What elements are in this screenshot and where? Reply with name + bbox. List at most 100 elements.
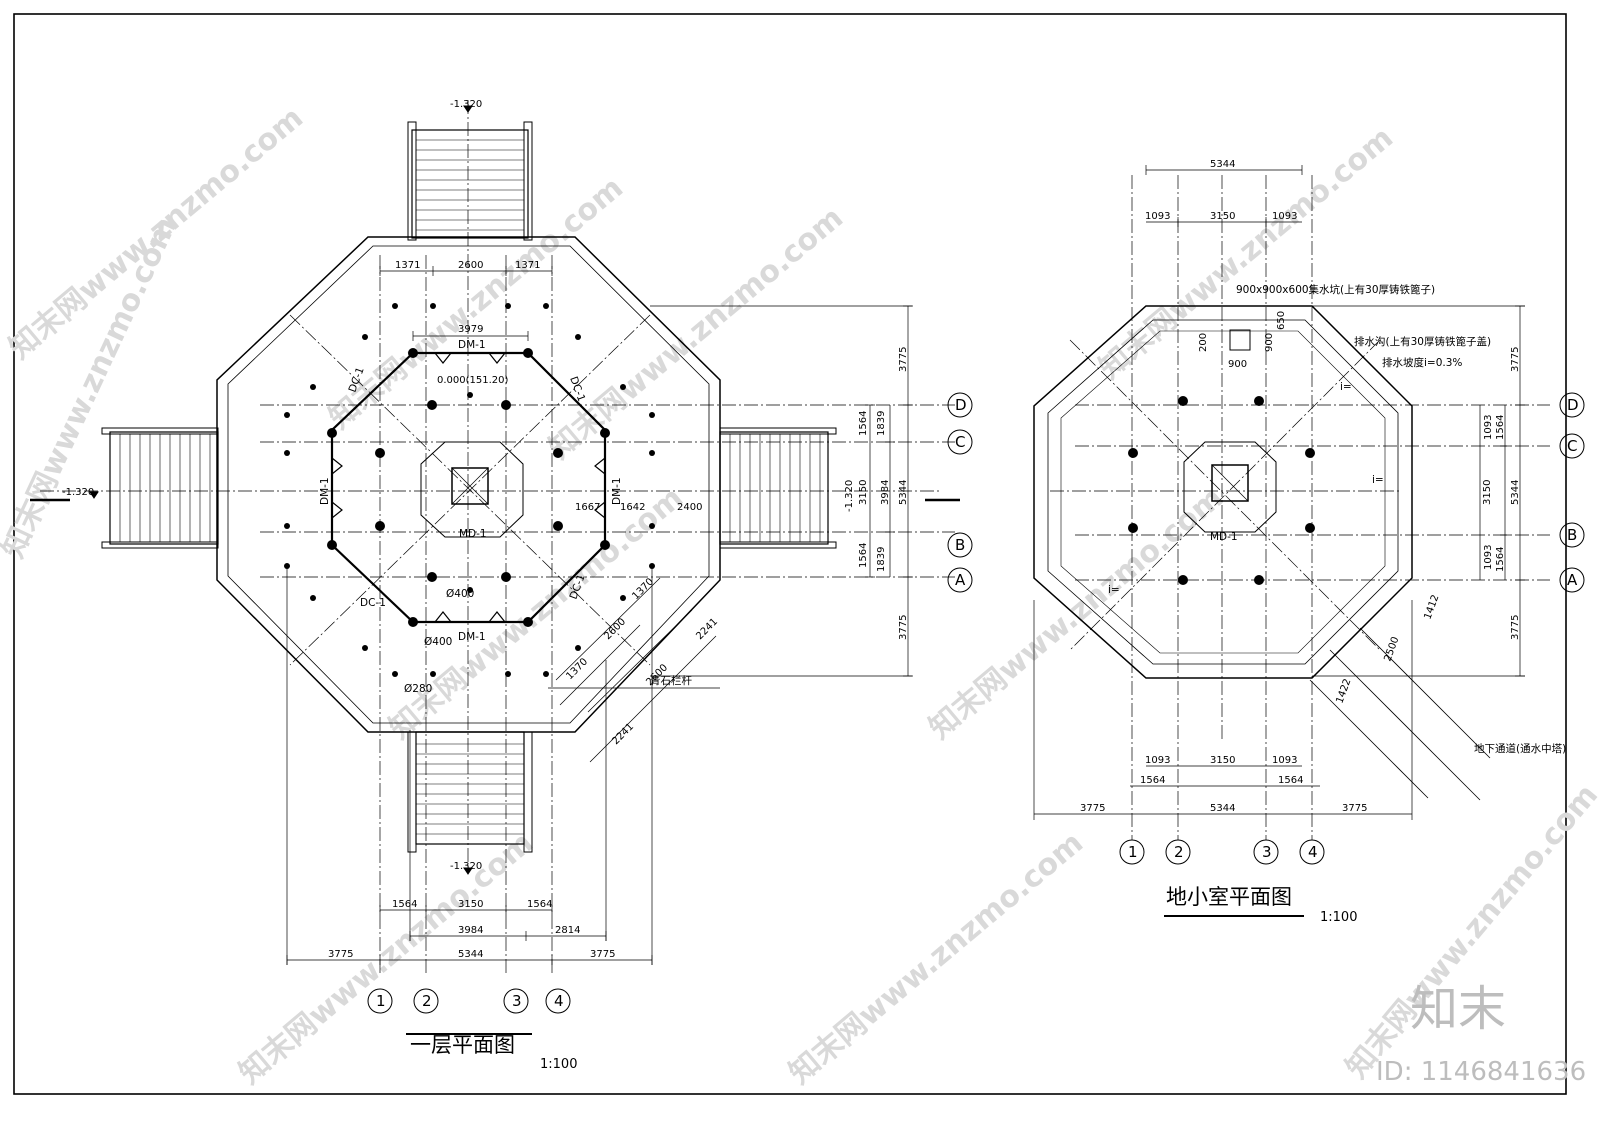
- axis-label: 3: [512, 992, 522, 1010]
- dim-text: 1642: [620, 502, 645, 513]
- ground-diag-dims: [548, 577, 720, 763]
- dim-text: 3775: [590, 949, 615, 960]
- dim-text: 1093: [1145, 755, 1170, 766]
- axis-bubbles: [367, 392, 973, 1014]
- axis-label: D: [1567, 396, 1579, 414]
- dim-text: 3775: [898, 615, 909, 640]
- axis-label: A: [1567, 571, 1578, 589]
- dim-text: 2600: [458, 260, 483, 271]
- dim-text: 2600: [602, 616, 628, 642]
- basement-axis-lines: [1050, 175, 1550, 840]
- dim-text: 1093: [1483, 415, 1494, 440]
- axis-label: B: [1567, 526, 1577, 544]
- slope-mark: i=: [1340, 381, 1352, 393]
- dim-text: 1564: [1495, 415, 1506, 440]
- watermark-text: 知末网www.znzmo.com: [1339, 778, 1600, 1085]
- slope-note: 排水坡度i=0.3%: [1382, 356, 1462, 369]
- id-watermark: ID: 1146841636: [1376, 1057, 1586, 1087]
- dim-text: 1667: [575, 502, 600, 513]
- stair-bottom: [407, 731, 533, 853]
- dim-text: 3150: [858, 480, 869, 505]
- basement-dims: [1033, 165, 1525, 820]
- axis-lines: [40, 100, 955, 975]
- sump-pit: [1229, 329, 1251, 351]
- column-size-label: Ø400: [424, 636, 452, 648]
- brand-watermark: 知末: [1410, 981, 1506, 1037]
- dim-text: 1093: [1272, 755, 1297, 766]
- dim-text: 900: [1264, 333, 1275, 352]
- ground-top-dims: [379, 266, 553, 341]
- ground-right-dims: [650, 305, 913, 677]
- dim-text: 1412: [1422, 593, 1441, 621]
- stair-core: [420, 441, 524, 538]
- level-label: -1.320: [450, 99, 482, 110]
- window-label: DC-1: [360, 597, 386, 609]
- dim-text: 3984: [880, 480, 891, 505]
- railing-label: 青石栏杆: [650, 674, 692, 687]
- watermark-text: 知末网www.znzmo.com: [543, 200, 850, 466]
- dim-text: 1371: [395, 260, 420, 271]
- ground-bottom-dims: [286, 566, 653, 965]
- dim-text: 1564: [1140, 775, 1165, 786]
- dim-text: 2400: [677, 502, 702, 513]
- dim-text: 1093: [1145, 211, 1170, 222]
- axis-label: 1: [376, 992, 386, 1010]
- dim-text: 1564: [858, 411, 869, 436]
- stair-box: [451, 467, 489, 505]
- dim-text: 3775: [328, 949, 353, 960]
- axis-label: C: [955, 433, 965, 451]
- sump-note: 900x900x600集水坑(上有30厚铸铁篦子): [1236, 283, 1435, 296]
- axis-label: 4: [1308, 843, 1318, 861]
- dim-text: 900: [1228, 359, 1247, 370]
- dim-text: 1422: [1334, 677, 1353, 705]
- tunnel-note: 地下通道(通水中塔): [1474, 742, 1566, 755]
- ground-floor-text: -1.320 -1.320 -1.320 -1.320 0.000(151.20…: [62, 99, 967, 1072]
- ground-floor-title: 一层平面图: [410, 1033, 515, 1057]
- dim-text: 1564: [858, 543, 869, 568]
- dim-text: 3775: [1080, 803, 1105, 814]
- column-size-label: Ø280: [404, 683, 432, 695]
- dim-text: 3150: [1482, 480, 1493, 505]
- dim-text: 5344: [1210, 159, 1235, 170]
- basement-inner-wall: [1047, 319, 1399, 665]
- outer-wall: [216, 236, 721, 733]
- dim-text: 1839: [876, 411, 887, 436]
- dim-text: 3150: [1210, 755, 1235, 766]
- drain-note: 排水沟(上有30厚铸铁篦子盖): [1354, 335, 1491, 348]
- column-dots: [284, 303, 655, 677]
- dim-text: 3150: [1210, 211, 1235, 222]
- basement-column-dots: [1128, 396, 1315, 585]
- dim-text: 3775: [1510, 347, 1521, 372]
- door-label: DM-1: [458, 631, 486, 643]
- column-size-label: Ø400: [446, 588, 474, 600]
- door-label: DM-1: [458, 339, 486, 351]
- dim-text: 1093: [1272, 211, 1297, 222]
- watermark-text: 知末网www.znzmo.com: [783, 825, 1090, 1091]
- dim-text: 3775: [898, 347, 909, 372]
- axis-label: D: [955, 396, 967, 414]
- basement-title: 地小室平面图: [1166, 885, 1292, 909]
- axis-label: 2: [422, 992, 432, 1010]
- slope-mark: i=: [1372, 474, 1384, 486]
- dim-text: 2500: [1382, 635, 1401, 663]
- axis-label: 2: [1174, 843, 1184, 861]
- basement-stair-core: [1183, 441, 1277, 533]
- watermark-layer: 知末网www.znzmo.com 知末网www.znzmo.com 知末网www…: [0, 100, 1600, 1091]
- center-level-label: 0.000(151.20): [437, 375, 509, 386]
- dim-text: 5344: [898, 480, 909, 505]
- axis-label: B: [955, 536, 965, 554]
- basement-plan: [1033, 165, 1585, 917]
- dim-text: 1093: [1483, 545, 1494, 570]
- dim-text: 1564: [1495, 547, 1506, 572]
- axis-label: C: [1567, 437, 1577, 455]
- dim-text: 3150: [458, 899, 483, 910]
- dim-text: 1564: [1278, 775, 1303, 786]
- dim-text: 2814: [555, 925, 580, 936]
- dim-text: 1564: [392, 899, 417, 910]
- basement-drain-wall: [1060, 330, 1386, 654]
- dim-text: 3979: [458, 324, 483, 335]
- door-label: DM-1: [319, 477, 331, 505]
- dim-text: 2241: [694, 616, 720, 642]
- stair-left: [101, 427, 219, 549]
